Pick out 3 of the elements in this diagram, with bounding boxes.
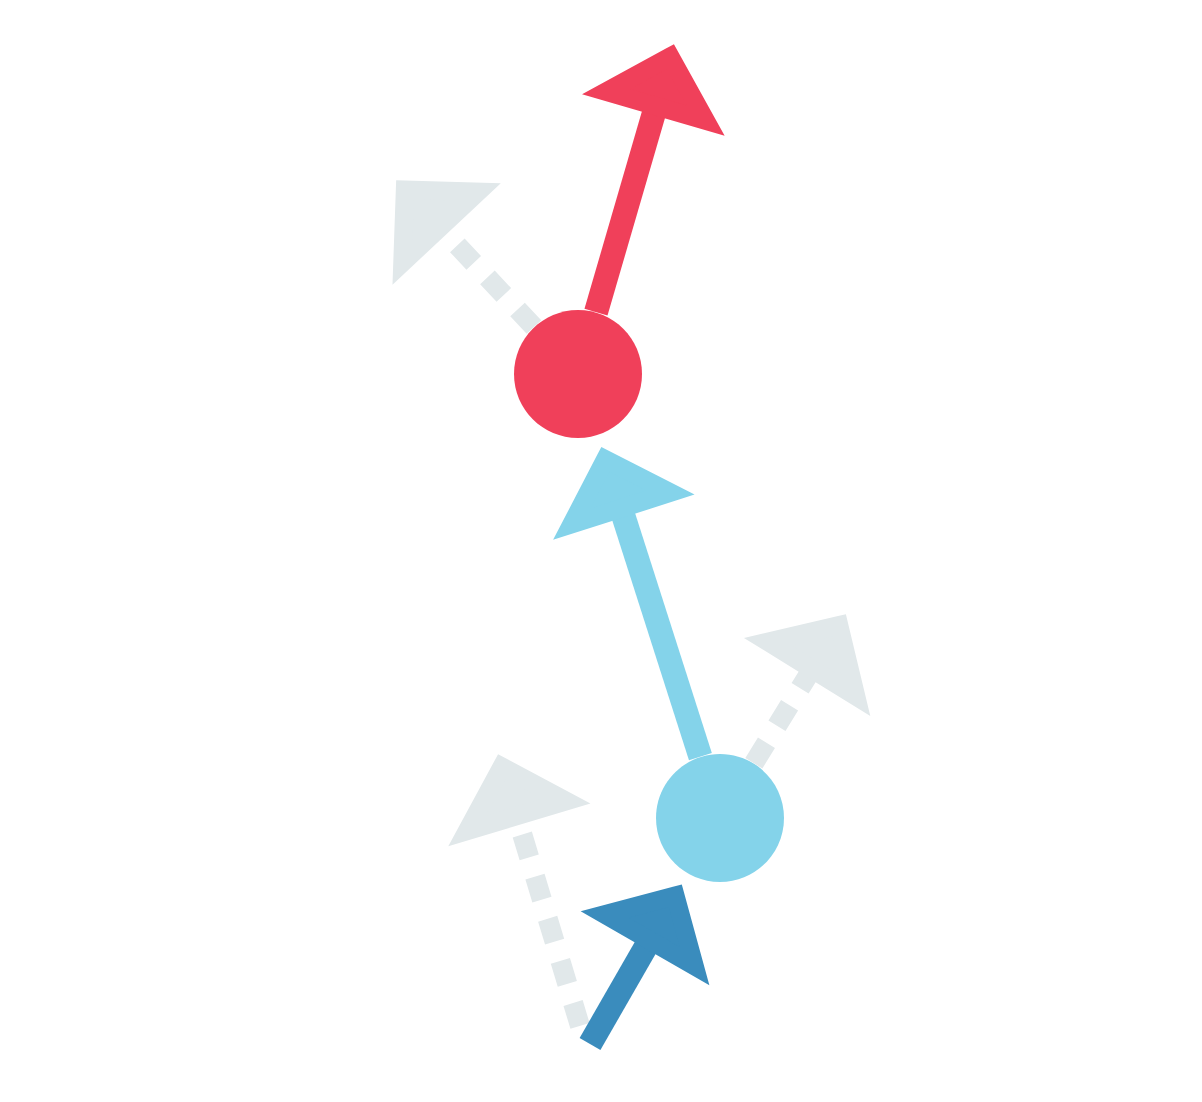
circle bbox=[514, 310, 642, 438]
circle bbox=[656, 754, 784, 882]
dashed-arrow bbox=[392, 180, 542, 334]
